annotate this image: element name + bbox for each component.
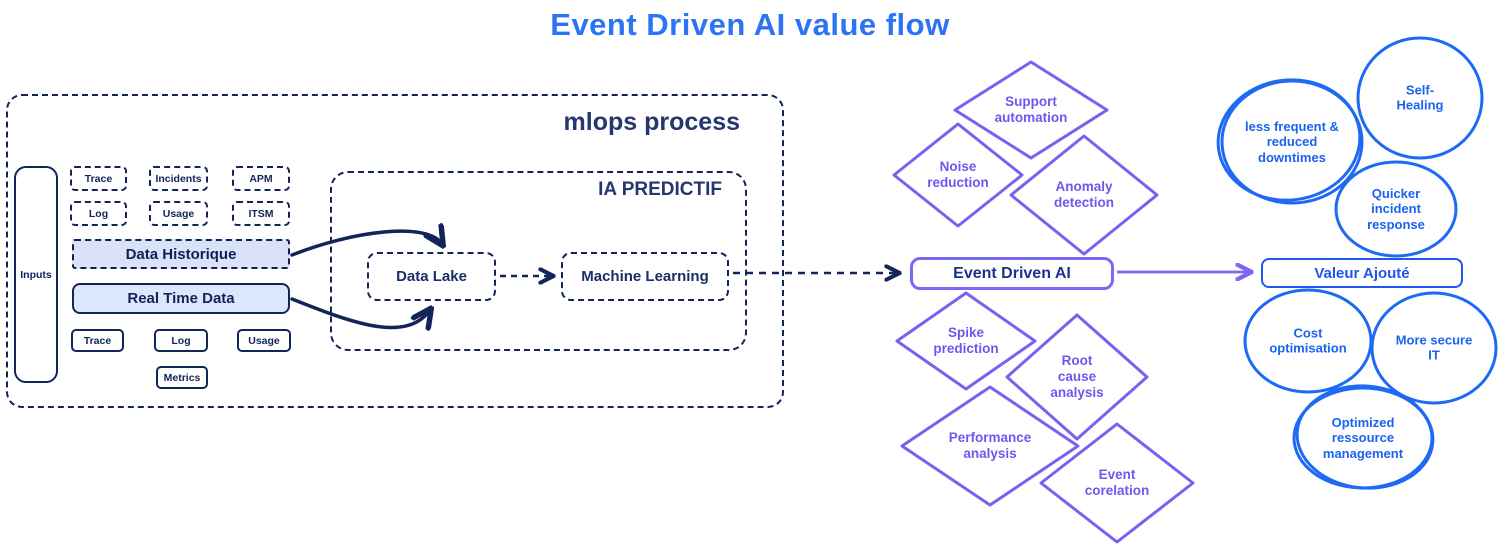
output-box-metrics: Metrics bbox=[156, 366, 208, 389]
output-box-trace: Trace bbox=[71, 329, 124, 352]
machine-learning-box: Machine Learning bbox=[561, 252, 729, 301]
capability-root-cause-analysis: Root cause analysis bbox=[1050, 353, 1104, 400]
capability-noise-reduction: Noise reduction bbox=[927, 159, 989, 190]
source-box-usage: Usage bbox=[149, 201, 208, 226]
output-box-usage: Usage bbox=[237, 329, 291, 352]
benefit-less-frequent-downtimes: less frequent & reduced downtimes bbox=[1245, 119, 1339, 165]
valeur-ajoute-box: Valeur Ajouté bbox=[1261, 258, 1463, 288]
capability-spike-prediction: Spike prediction bbox=[933, 325, 999, 356]
source-box-log: Log bbox=[70, 201, 127, 226]
capability-support-automation: Support automation bbox=[994, 94, 1068, 125]
inputs-box: Inputs bbox=[14, 166, 58, 383]
benefit-more-secure-it: More secure IT bbox=[1395, 332, 1473, 363]
output-box-log: Log bbox=[154, 329, 208, 352]
ia-predictif-label: IA PREDICTIF bbox=[598, 179, 722, 200]
benefit-self-healing: Self-Healing bbox=[1396, 82, 1444, 113]
mlops-process-box bbox=[6, 94, 784, 408]
source-box-itsm: ITSM bbox=[232, 201, 290, 226]
inputs-label: Inputs bbox=[20, 268, 52, 281]
benefit-cost-optimisation: Cost optimisation bbox=[1269, 325, 1347, 356]
source-box-incidents: Incidents bbox=[149, 166, 208, 191]
benefit-optimized-ressource-management: Optimized ressource management bbox=[1322, 415, 1404, 461]
source-box-trace: Trace bbox=[70, 166, 127, 191]
ia-predictif-box bbox=[330, 171, 747, 351]
mlops-process-label: mlops process bbox=[563, 108, 740, 136]
real-time-data-box: Real Time Data bbox=[72, 283, 290, 314]
source-box-apm: APM bbox=[232, 166, 290, 191]
data-lake-box: Data Lake bbox=[367, 252, 496, 301]
capability-anomaly-detection: Anomaly detection bbox=[1053, 179, 1114, 210]
capability-performance-analysis: Performance analysis bbox=[948, 430, 1032, 461]
data-historique-box: Data Historique bbox=[72, 239, 290, 269]
capability-event-corelation: Event corelation bbox=[1084, 467, 1150, 498]
benefit-quicker-incident-response: Quicker incident response bbox=[1367, 186, 1425, 232]
event-driven-ai-box: Event Driven AI bbox=[910, 257, 1114, 290]
page-title: Event Driven AI value flow bbox=[550, 7, 950, 42]
